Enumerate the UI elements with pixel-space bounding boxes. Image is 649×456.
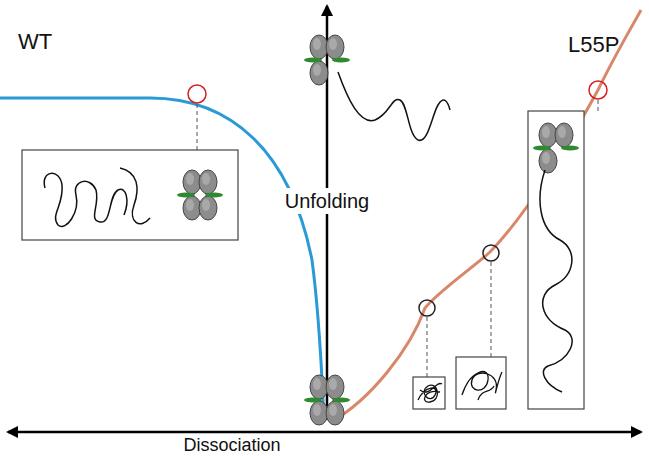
series-label: WT [18,30,52,54]
series-label: L55P [568,33,619,57]
axis-label: Dissociation [183,436,280,456]
axis-label: Unfolding [285,190,370,212]
